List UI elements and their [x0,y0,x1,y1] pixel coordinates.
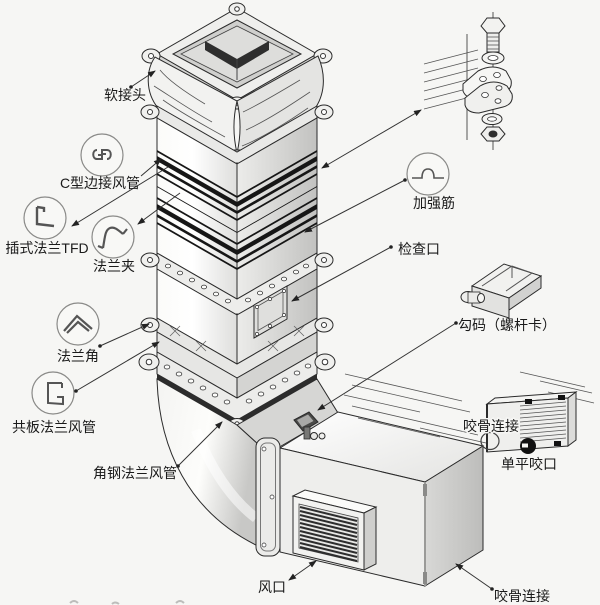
nut-icon [480,126,506,142]
callout-common-plate [31,371,75,415]
label-flexible-joint: 软接头 [104,87,146,103]
label-angle-steel-duct: 角钢法兰风管 [93,465,177,481]
corner-seam-mark-top [423,484,427,496]
label-seam-joint-bottom: 咬骨连接 [494,588,550,604]
callout-flange-clip [91,215,135,259]
tfd-flange-profile-icon [35,205,55,228]
labels: 软接头 C型边接风管 插式法兰TFD 法兰夹 法兰角 共板法兰风管 角钢法兰风管… [5,87,557,604]
c-type-connection-bands [157,150,317,270]
common-plate-flange-icon [47,382,64,406]
label-single-flat-seam: 单平咬口 [501,456,557,472]
label-flange-corner: 法兰角 [57,348,99,364]
single-flat-seam-marker [520,438,536,454]
cutoff-watermark-fragments [69,600,185,605]
bolt-assembly-detail [423,12,513,150]
hook-clamp-detail [460,263,543,319]
horizontal-duct [255,411,485,587]
inspection-port-panel [253,285,288,339]
label-c-type-duct: C型边接风管 [60,175,140,191]
callout-stiffener-rib [406,152,450,196]
air-grille [291,489,378,571]
label-stiffener-rib: 加强筋 [413,195,455,211]
duct-section-striped [156,117,318,300]
leader-lines [71,70,494,591]
washer-icon-bottom [481,113,503,125]
callout-c-type [80,133,124,177]
callout-tfd-flange [23,196,67,240]
corner-seam-mark-bottom [423,572,427,584]
hook-clamp-on-duct [293,411,326,440]
callout-flange-corner [56,302,100,346]
duct-section-inspection [156,268,318,365]
washer-icon-top [481,51,505,65]
label-tfd-flange: 插式法兰TFD [5,240,88,256]
seam-connection-detail [343,371,595,454]
label-air-outlet: 风口 [258,579,286,595]
label-inspection-port: 检查口 [398,241,440,257]
rib-profile-icon [412,168,444,179]
duct-connection-frame [255,437,281,557]
seam-highlight-ring [480,431,500,451]
flange-clip-icon [97,226,128,250]
label-seam-joint-detail: 咬骨连接 [463,418,519,434]
c-profile-icon [92,149,112,160]
label-flange-clip: 法兰夹 [93,258,135,274]
label-hook-clamp: 勾码（螺杆卡） [458,317,556,333]
bolt-icon [480,17,506,53]
flange-corner-icon [63,314,93,334]
flange-clip-plates [462,66,513,114]
label-common-plate-duct: 共板法兰风管 [12,419,96,435]
duct-tower [138,2,336,430]
